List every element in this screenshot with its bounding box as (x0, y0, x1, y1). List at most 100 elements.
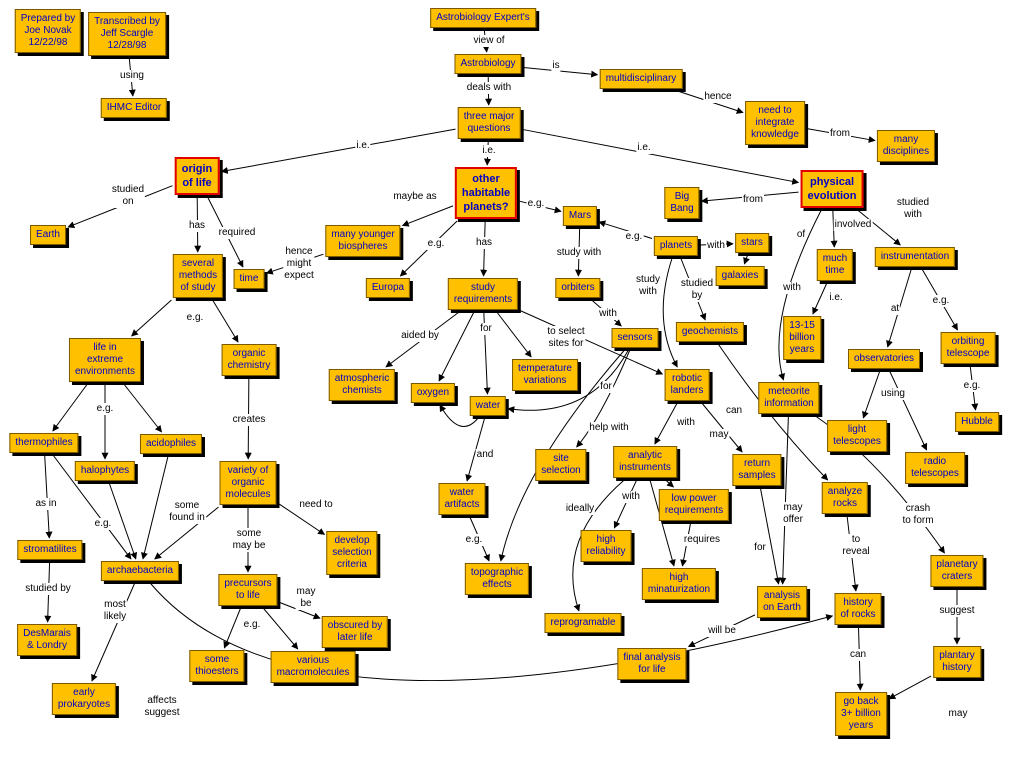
concept-node-observ[interactable]: observatories (847, 349, 921, 369)
concept-node-text: 12/22/98 (28, 37, 68, 48)
concept-node-text: Jeff Scargle (100, 28, 154, 39)
link-label-l_eg_orbtel: e.g. (931, 295, 951, 307)
concept-node-text: temperature (518, 363, 572, 374)
link-label-l_is: is (551, 60, 561, 72)
concept-node-earth[interactable]: Earth (30, 225, 66, 245)
concept-node-text: effects (482, 579, 512, 590)
link-analytic-to-lowpower (665, 479, 675, 488)
concept-node-oxygen[interactable]: oxygen (410, 383, 456, 403)
concept-node-text: planetary (936, 559, 978, 570)
concept-node-europa[interactable]: Europa (365, 278, 411, 298)
concept-node-orbiters[interactable]: orbiters (555, 278, 601, 298)
concept-node-multi[interactable]: multidisciplinary (599, 69, 683, 89)
concept-node-hubble[interactable]: Hubble (955, 412, 999, 432)
concept-node-text: questions (467, 123, 511, 134)
concept-node-reprog[interactable]: reprogramable (544, 613, 622, 633)
concept-node-text: analytic (628, 450, 662, 461)
concept-node-mars[interactable]: Mars (562, 206, 598, 226)
concept-node-stars[interactable]: stars (735, 233, 769, 253)
concept-node-desmarais[interactable]: DesMarais& Londry (17, 624, 77, 656)
concept-node-sensors[interactable]: sensors (611, 328, 659, 348)
concept-node-acido[interactable]: acidophiles (139, 434, 203, 454)
concept-node-galaxies[interactable]: galaxies (715, 266, 765, 286)
concept-node-strom[interactable]: stromatilites (17, 540, 83, 560)
link-label-text: found in (169, 512, 205, 523)
link-label-text: to (851, 534, 861, 545)
concept-node-thermo[interactable]: thermophiles (9, 433, 79, 453)
link-label-l_of: of (795, 229, 807, 241)
concept-node-halo[interactable]: halophytes (74, 461, 136, 481)
concept-node-geochem[interactable]: geochemists (675, 322, 745, 342)
concept-node-astro[interactable]: Astrobiology (454, 54, 522, 74)
link-precursors-to-obscured (279, 601, 321, 620)
link-label-l_required: required (217, 227, 257, 239)
concept-node-text: macromolecules (276, 667, 350, 678)
concept-node-archae[interactable]: archaebacteria (100, 561, 180, 581)
link-label-l_using: using (119, 70, 145, 82)
concept-node-water[interactable]: water (469, 396, 507, 416)
link-label-text: affects (147, 695, 177, 706)
concept-node-time[interactable]: time (233, 269, 265, 289)
concept-node-text: integrate (755, 117, 795, 128)
concept-node-text: variations (523, 375, 567, 386)
concept-node-expert[interactable]: Astrobiology Expert's (430, 8, 536, 28)
link-label-text: can (849, 649, 867, 660)
concept-node-text: oxygen (416, 387, 450, 398)
link-label-text: e.g. (243, 619, 261, 630)
concept-node-instr[interactable]: instrumentation (874, 247, 956, 267)
link-label-l_can1: can (724, 405, 744, 417)
link-label-text: with (622, 491, 640, 502)
concept-node-ihmc[interactable]: IHMC Editor (100, 98, 168, 118)
link-label-l_suggest: suggest (938, 605, 976, 617)
link-several-to-organic (212, 299, 239, 343)
concept-node-text: IHMC Editor (106, 102, 162, 113)
link-extreme-to-thermo (52, 383, 88, 432)
concept-node-planets[interactable]: planets (653, 236, 699, 256)
